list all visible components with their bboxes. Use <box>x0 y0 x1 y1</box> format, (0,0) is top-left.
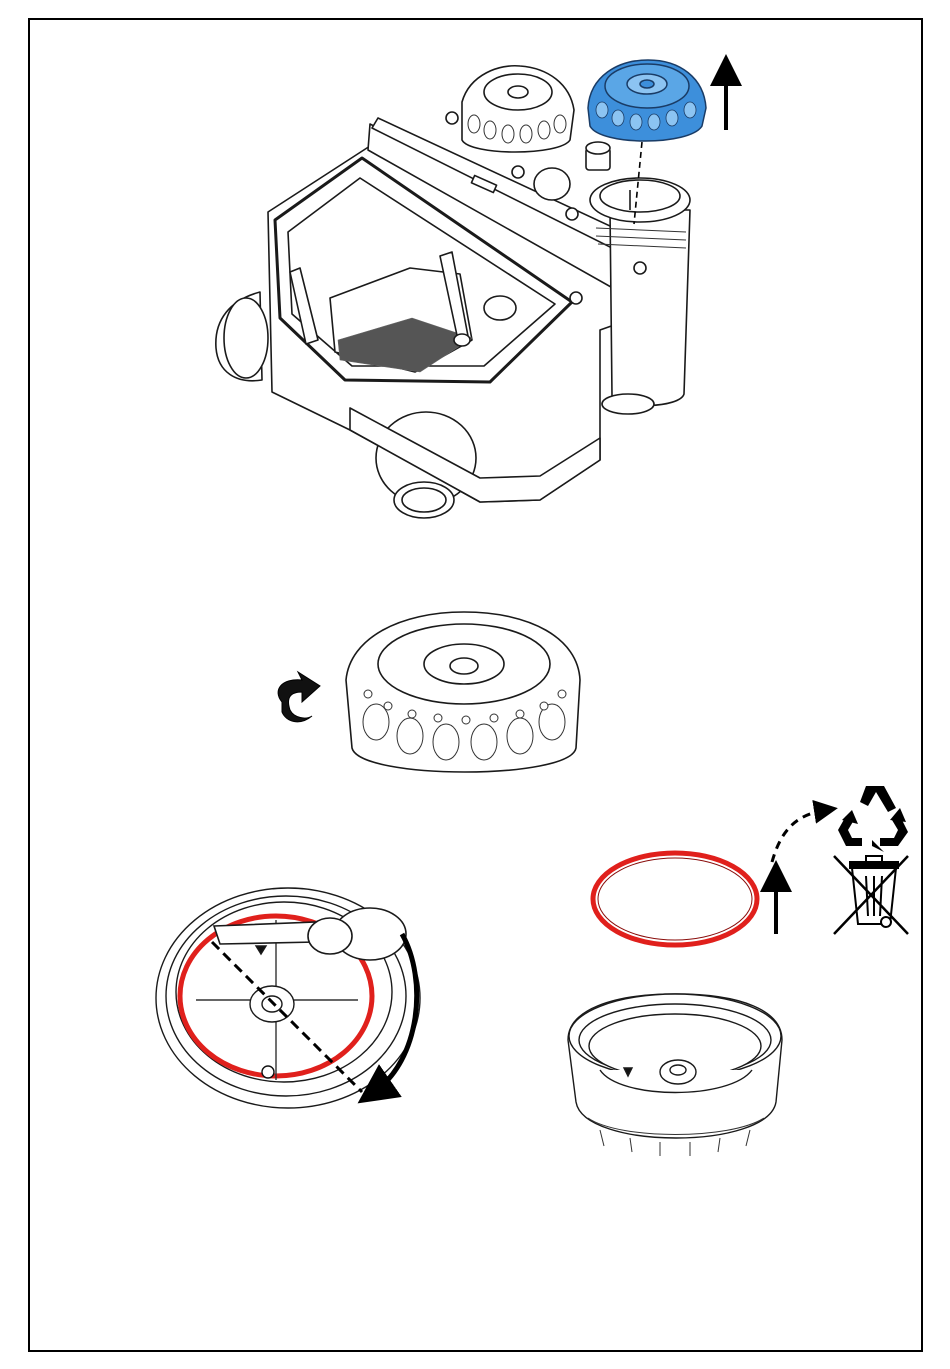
cap-illustration <box>346 612 580 772</box>
removed-seal-ring <box>593 853 757 945</box>
crossed-out-bin-icon <box>834 856 908 934</box>
highlighted-cap <box>588 60 706 141</box>
cap-without-seal-illustration <box>568 994 782 1156</box>
rotate-arrow-icon <box>278 672 320 722</box>
recycle-icon <box>838 786 908 852</box>
dashed-curve-arrow <box>772 810 826 862</box>
